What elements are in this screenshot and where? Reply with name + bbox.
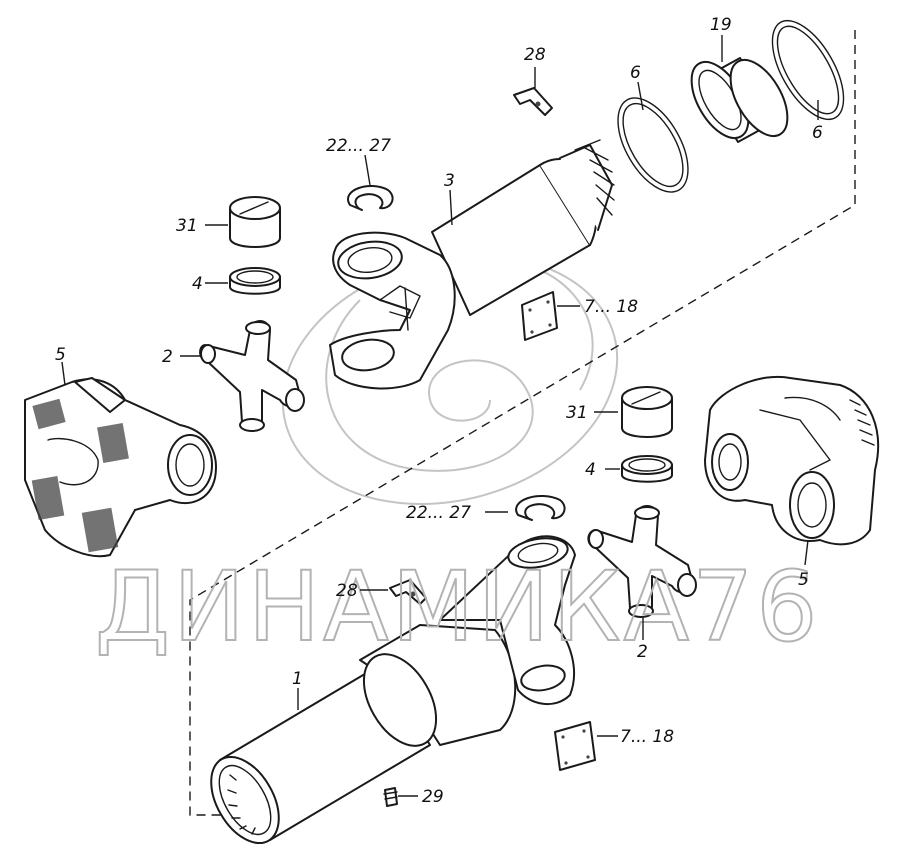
balance-plate-top xyxy=(521,291,558,341)
label-29: 29 xyxy=(422,787,444,807)
cross-2-top xyxy=(199,320,305,432)
label-2-bottom: 2 xyxy=(637,642,648,662)
grease-fitting-29 xyxy=(383,787,398,807)
label-5-left: 5 xyxy=(55,345,66,365)
retaining-ring-bottom xyxy=(515,495,566,521)
bearing-cup-31-bottom xyxy=(621,386,673,438)
label-6-left: 6 xyxy=(630,63,641,83)
seal-4-top xyxy=(229,267,281,295)
watermark-text: ДИНАМИКА76 xyxy=(95,551,820,663)
label-2-top: 2 xyxy=(162,347,173,367)
label-4-top: 4 xyxy=(192,274,203,294)
label-1: 1 xyxy=(292,669,303,689)
label-3: 3 xyxy=(444,171,455,191)
callout-labels: 28 6 19 6 22... 27 3 31 4 2 5 7... 18 31… xyxy=(55,15,823,807)
lock-plate-28-top xyxy=(513,87,553,116)
bearing-cup-31-top xyxy=(229,196,281,248)
sleeve-19 xyxy=(690,57,789,143)
label-31-top: 31 xyxy=(176,216,198,236)
label-31-bottom: 31 xyxy=(566,403,588,423)
leader-lines xyxy=(61,35,819,797)
label-5-right: 5 xyxy=(798,570,809,590)
label-22-27-top: 22... 27 xyxy=(326,136,391,156)
tube-yoke-1 xyxy=(210,535,576,845)
flange-yoke-5-right xyxy=(704,375,880,546)
label-4-bottom: 4 xyxy=(585,460,596,480)
seal-4-bottom xyxy=(621,455,673,483)
shaft-yoke-3 xyxy=(329,139,615,390)
label-28-top: 28 xyxy=(524,45,546,65)
snap-ring-6-left xyxy=(617,97,689,193)
label-28-bottom: 28 xyxy=(336,581,358,601)
lock-plate-28-bottom xyxy=(389,579,427,605)
balance-plate-bottom xyxy=(554,721,596,771)
cross-2-bottom xyxy=(587,505,697,618)
retaining-ring-top xyxy=(347,185,394,211)
label-7-18-top: 7... 18 xyxy=(584,297,638,317)
snap-ring-6-right xyxy=(771,19,845,121)
label-19: 19 xyxy=(710,15,732,35)
axis-lines xyxy=(189,30,856,816)
label-22-27-bottom: 22... 27 xyxy=(406,503,471,523)
label-6-right: 6 xyxy=(812,123,823,143)
label-7-18-bottom: 7... 18 xyxy=(620,727,674,747)
flange-yoke-5-left xyxy=(24,377,217,558)
